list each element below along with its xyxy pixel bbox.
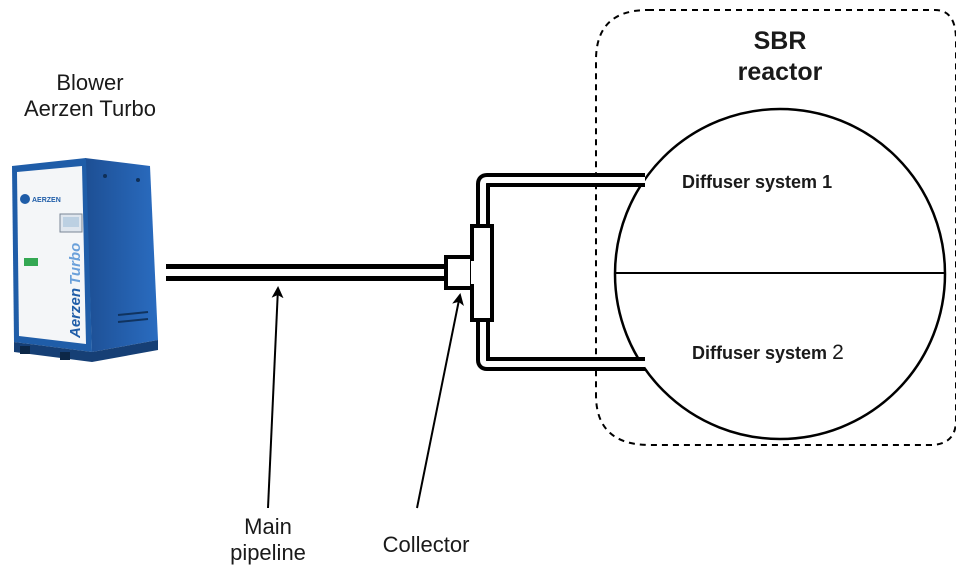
sbr-reactor-boundary [595,9,956,446]
blower-label-line1: Blower [56,70,124,95]
sbr-reactor-title: SBR reactor [700,26,860,89]
diffuser-2-name: Diffuser system [692,343,828,363]
blower-label-line2: Aerzen Turbo [23,96,157,122]
collector-arrow [416,293,464,509]
blower-side-text: Aerzen Turbo [67,243,84,339]
branch-pipe-lower [476,318,645,371]
diffuser-2-number: 2 [832,341,844,364]
pipeline-label-line1: Main [244,514,292,539]
pipeline-arrow [267,286,284,509]
diffuser-1-number: 1 [822,172,833,192]
blower-side-model: Turbo [67,243,84,285]
diffuser-system-2-label: Diffuser system 2 [692,340,844,365]
collector-fitting [444,224,494,322]
main-pipeline-label: Main pipeline [218,514,318,567]
blower-label: Blower Aerzen Turbo [0,70,180,123]
main-pipeline [166,264,448,281]
blower-side-brand: Aerzen [67,288,84,339]
sbr-title-line1: SBR [753,27,807,55]
branch-pipe-upper [476,173,645,228]
blower-logo-text: AERZEN [32,197,61,204]
pipeline-label-line2: pipeline [230,540,306,566]
blower-unit [12,158,158,362]
diffuser-1-name: Diffuser system [682,172,818,192]
diffuser-system-1-label: Diffuser system 1 [682,172,832,194]
sbr-title-line2: reactor [737,58,823,87]
collector-label: Collector [382,532,470,557]
